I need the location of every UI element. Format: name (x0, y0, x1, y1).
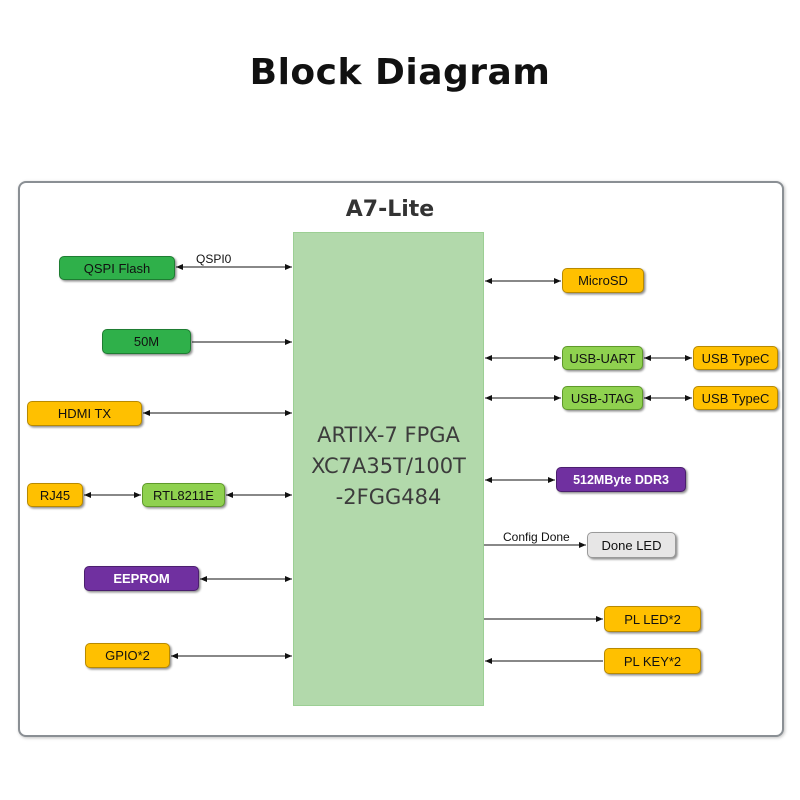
clock-50m-block: 50M (102, 329, 191, 354)
qspi-flash-block: QSPI Flash (59, 256, 175, 280)
ddr3-block: 512MByte DDR3 (556, 467, 686, 492)
wire-label-qspi: QSPI0 (196, 252, 232, 266)
wire-label-config-done: Config Done (503, 530, 570, 544)
usb-jtag-block: USB-JTAG (562, 386, 643, 410)
fpga-block (293, 232, 484, 706)
usb-typec-jtag-block: USB TypeC (693, 386, 778, 410)
rj45-block: RJ45 (27, 483, 83, 507)
pl-key-block: PL KEY*2 (604, 648, 701, 674)
microsd-block: MicroSD (562, 268, 644, 293)
fpga-package: -2FGG484 (335, 485, 442, 509)
board-name: A7-Lite (345, 197, 435, 222)
page-title: Block Diagram (249, 52, 551, 93)
hdmi-tx-block: HDMI TX (27, 401, 142, 426)
done-led-block: Done LED (587, 532, 676, 558)
pl-led-block: PL LED*2 (604, 606, 701, 632)
usb-typec-uart-block: USB TypeC (693, 346, 778, 370)
fpga-label: ARTIX-7 FPGA XC7A35T/100T -2FGG484 (293, 420, 484, 513)
fpga-part: XC7A35T/100T (311, 454, 466, 478)
gpio-block: GPIO*2 (85, 643, 170, 668)
eeprom-block: EEPROM (84, 566, 199, 591)
usb-uart-block: USB-UART (562, 346, 643, 370)
fpga-family: ARTIX-7 FPGA (317, 423, 460, 447)
rtl8211e-block: RTL8211E (142, 483, 225, 507)
